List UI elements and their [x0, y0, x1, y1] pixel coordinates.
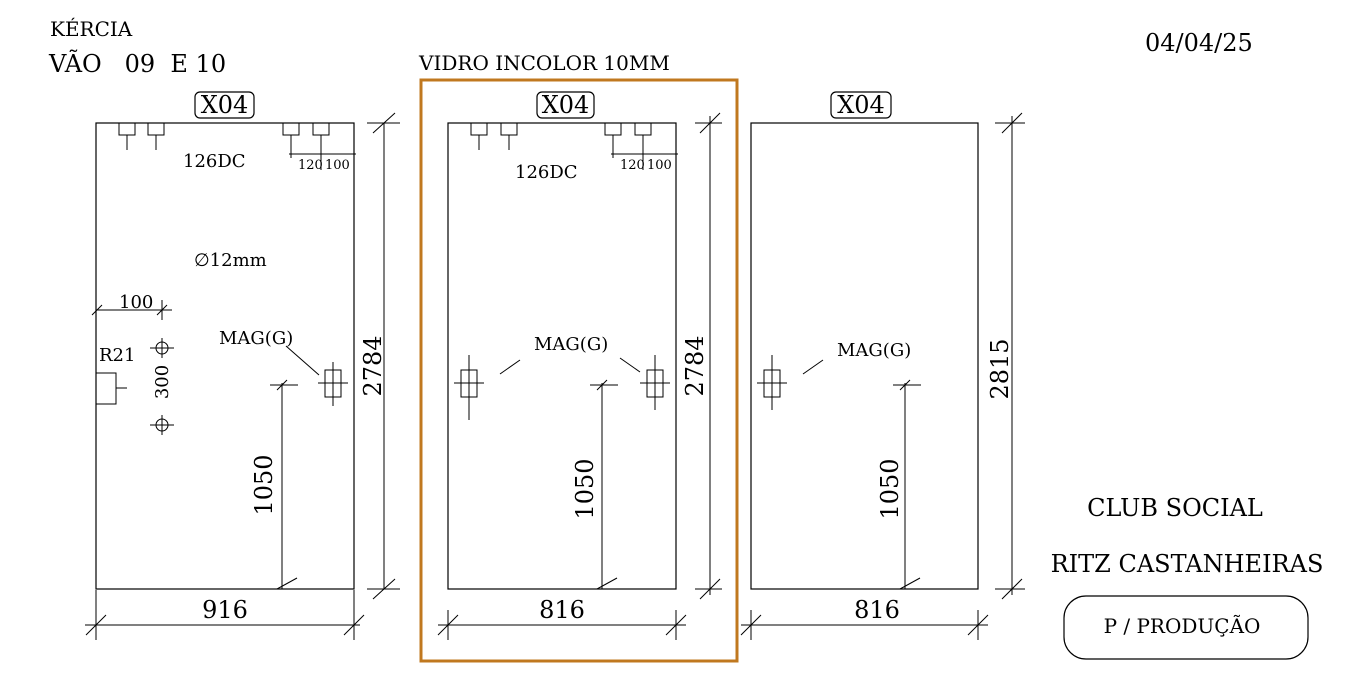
panel-1-notch — [96, 372, 127, 405]
panel-1-fitting-label: 126DC — [183, 151, 246, 172]
panel-1-edge-offset-dim — [91, 300, 172, 320]
panel-2-fitting-label: 126DC — [515, 162, 578, 183]
status-stamp — [1063, 595, 1309, 660]
project-name-line1: CLUB SOCIAL — [1087, 494, 1263, 522]
glass-spec: VIDRO INCOLOR 10MM — [418, 51, 670, 75]
panel-2-mag-label: MAG(G) — [534, 334, 608, 355]
panel-1-offset-b: 100 — [325, 158, 350, 173]
panel-3-code: X04 — [837, 91, 885, 119]
panel-1-mag-label: MAG(G) — [219, 328, 293, 349]
panel-2-offset-a: 120 — [620, 158, 645, 173]
panel-1-width: 916 — [202, 596, 248, 624]
drawing-date: 04/04/25 — [1145, 29, 1253, 57]
panel-1-hole-diameter: ∅12mm — [194, 250, 267, 271]
panel-2-mag-height: 1050 — [571, 458, 599, 519]
panel-1-radius: R21 — [99, 345, 135, 366]
panel-3-mag-height: 1050 — [876, 458, 904, 519]
project-name-line2: RITZ CASTANHEIRAS — [1051, 550, 1324, 578]
panel-2-width-dim — [437, 610, 687, 640]
panel-2-offset-b: 100 — [647, 158, 672, 173]
panel-1-outline — [95, 122, 355, 590]
panel-1-mag-height: 1050 — [250, 454, 278, 515]
status-label: P / PRODUÇÃO — [1104, 614, 1261, 638]
panel-2-width: 816 — [539, 596, 585, 624]
panel-1: X04 126DC 120 100 ∅12mm 100 R21 — [85, 91, 400, 640]
panel-1-code: X04 — [201, 91, 249, 119]
panel-2-top-fittings — [470, 122, 678, 170]
panel-1-top-fittings — [118, 122, 356, 170]
panel-3-height: 2815 — [986, 338, 1014, 399]
panel-1-code-tag — [194, 91, 255, 119]
panel-2-height-dim — [695, 112, 722, 600]
panel-3-mag-height-dim — [893, 379, 921, 590]
panel-3-width-dim — [740, 610, 989, 640]
panel-1-height: 2784 — [359, 335, 387, 396]
selected-panel-highlight — [419, 78, 739, 663]
panel-1-magnet — [285, 345, 348, 406]
panel-3: X04 MAG(G) 1050 2815 — [740, 91, 1025, 640]
panel-2-mag-height-dim — [590, 379, 618, 590]
panel-1-edge-offset: 100 — [119, 292, 153, 313]
panel-2: X04 126DC 120 100 MAG(G) — [437, 91, 722, 640]
panel-3-mag-label: MAG(G) — [837, 340, 911, 361]
panel-2-code: X04 — [542, 91, 590, 119]
panel-3-code-tag — [830, 91, 892, 119]
panel-2-code-tag — [536, 91, 595, 119]
panel-1-width-dim — [85, 590, 365, 640]
panel-3-width: 816 — [854, 596, 900, 624]
panel-1-hole-spacing: 300 — [152, 365, 173, 399]
panel-1-mag-height-dim — [270, 379, 298, 590]
panel-2-height: 2784 — [681, 335, 709, 396]
panel-3-height-dim — [995, 112, 1025, 600]
panel-3-outline — [750, 122, 979, 590]
panel-1-offset-a: 120 — [298, 158, 323, 173]
panel-3-magnet — [757, 355, 824, 410]
panel-1-holes — [150, 338, 174, 435]
panel-1-height-dim — [367, 112, 400, 600]
panel-2-outline — [447, 122, 677, 590]
panel-2-magnets — [454, 355, 670, 420]
client-name: KÉRCIA — [50, 17, 133, 41]
span-label: VÃO 09 E 10 — [48, 49, 226, 78]
